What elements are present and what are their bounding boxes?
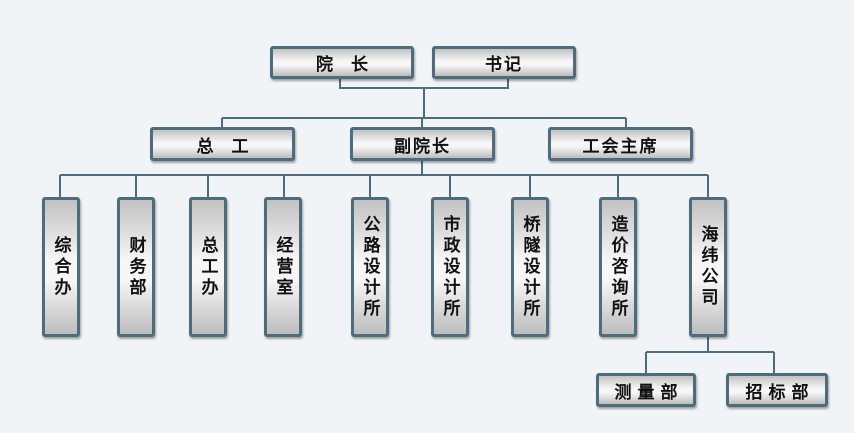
- subsidiary-label: 测量部: [614, 382, 684, 403]
- department-box-finance: 财务部: [117, 197, 155, 337]
- department-box-business: 经营室: [264, 197, 302, 337]
- vice-dean-label: 副院长: [394, 136, 451, 157]
- subsidiary-box-survey: 测量部: [596, 373, 696, 407]
- union-chair-box: 工会主席: [548, 127, 693, 161]
- department-label: 公路设计所: [359, 214, 380, 320]
- top-bracket: [339, 78, 509, 89]
- department-label: 综合办: [50, 235, 71, 299]
- department-label: 造价咨询所: [607, 214, 628, 320]
- department-box-haiwei-company: 海纬公司: [689, 197, 727, 337]
- department-label: 经营室: [272, 235, 293, 299]
- department-box-highway-design: 公路设计所: [351, 197, 389, 337]
- dean-box: 院长: [270, 46, 414, 79]
- chief-engineer-box: 总工: [150, 127, 295, 161]
- department-drops: [59, 175, 709, 198]
- union-chair-label: 工会主席: [582, 136, 659, 157]
- secretary-box: 书记: [432, 46, 576, 79]
- chief-engineer-label: 总工: [196, 136, 267, 157]
- subsidiary-connector: [645, 334, 775, 374]
- dean-label: 院长: [316, 55, 386, 75]
- department-label: 市政设计所: [439, 214, 460, 320]
- department-label: 总工办: [197, 235, 218, 299]
- department-label: 财务部: [125, 235, 146, 299]
- vice-dean-box: 副院长: [350, 127, 495, 161]
- department-box-bridge-tunnel-design: 桥隧设计所: [511, 197, 549, 337]
- department-label: 海纬公司: [697, 225, 718, 309]
- department-box-cost-consulting: 造价咨询所: [599, 197, 637, 337]
- department-box-municipal-design: 市政设计所: [431, 197, 469, 337]
- department-label: 桥隧设计所: [519, 214, 540, 320]
- subsidiary-box-bidding: 招标部: [726, 373, 828, 407]
- department-box-general-office: 综合办: [42, 197, 80, 337]
- department-box-chief-engineer-office: 总工办: [189, 197, 227, 337]
- subsidiary-label: 招标部: [745, 382, 815, 403]
- secretary-label: 书记: [485, 55, 523, 75]
- level2-bus: [221, 117, 627, 128]
